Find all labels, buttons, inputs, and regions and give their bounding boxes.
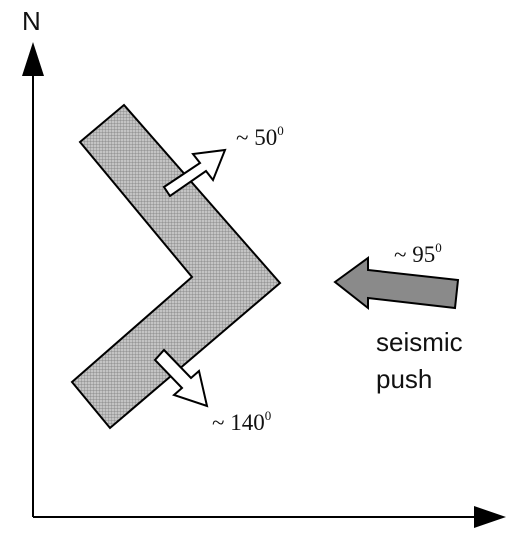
seismic-push-arrow	[333, 256, 460, 311]
push-caption-line2: push	[376, 364, 432, 394]
east-arrowhead	[474, 506, 506, 528]
lower-angle-label: ~ 1400	[212, 408, 271, 435]
chevron-fault-body	[70, 103, 282, 430]
upper-angle-label: ~ 500	[236, 123, 284, 150]
axes: N	[22, 6, 506, 528]
lower-direction-arrow	[153, 348, 209, 408]
north-label: N	[22, 6, 41, 36]
north-arrowhead	[22, 42, 44, 76]
upper-direction-arrow	[162, 148, 227, 198]
push-caption-line1: seismic	[376, 327, 463, 357]
push-angle-label: ~ 950	[394, 240, 442, 267]
